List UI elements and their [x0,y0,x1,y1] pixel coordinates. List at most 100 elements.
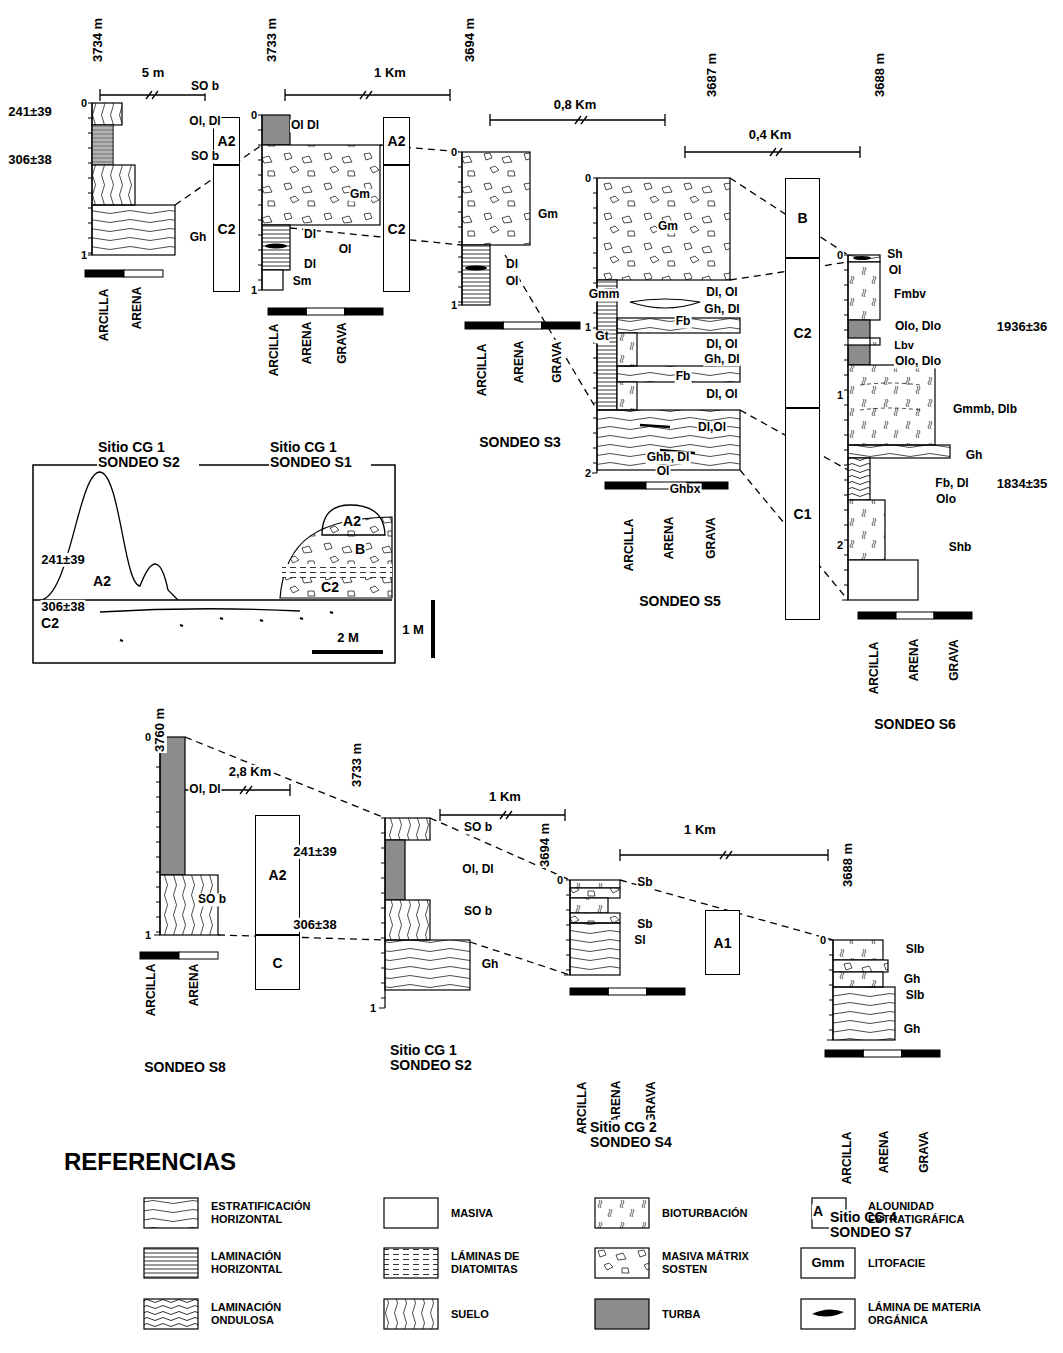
diagram-label: 2,8 Km [228,765,273,779]
allounit-name: A1 [714,935,732,951]
legend-swatch [144,1248,198,1278]
diagram-label: A2 [342,514,362,529]
diagram-label: Ol [505,275,520,288]
diagram-label: GRAVA [551,340,564,384]
diagram-label: Ghbx [669,483,702,496]
diagram-label: 1 [250,284,258,296]
allounit-name: C [272,955,282,971]
scale-bar [465,322,503,329]
diagram-label: 1936±36 [996,320,1049,334]
diagram-label: SONDEO S5 [638,594,722,609]
diagram-label: 2 M [336,631,360,645]
scale-bar [896,612,934,619]
diagram-label: 3694 m [463,17,477,63]
diagram-label: GRAVA [948,638,961,682]
legend-text: ESTRATIFICACIÓN HORIZONTAL [211,1200,341,1225]
diagram-label: 3688 m [841,842,855,888]
diagram-label: GRAVA [705,516,718,560]
legend-text: LAMINACIÓN ONDULOSA [211,1301,341,1326]
legend-sample [800,1298,856,1330]
legend-sample [143,1247,199,1279]
diagram-label: ARENA [513,340,526,385]
diagram-label: Ol [338,243,353,256]
diagram-label: Olo, Dlo [894,320,942,333]
depth-axis [379,818,385,1008]
diagram-label: Gh [903,1023,922,1036]
diagram-label: Dl,Ol [697,421,727,434]
diagram-label: 3694 m [538,822,552,868]
diagram-label: Sitio CG 1 SONDEO S2 [389,1043,491,1074]
diagram-label: Olo [935,493,957,506]
diagram-label: Dl, Ol [705,338,738,351]
diagram-label: C2 [320,580,340,595]
legend-sample [383,1247,439,1279]
legend-text: LAMINACIÓN HORIZONTAL [211,1250,341,1275]
diagram-label: Ol [656,465,671,478]
diagram-label: Gt [594,330,609,343]
diagram-label: 0 [450,146,458,158]
allounit-box: C2 [213,165,240,292]
scale-bar [863,1050,901,1057]
diagram-label: 1834±35 [996,477,1049,491]
diagram-label: 241±39 [7,105,52,119]
depth-axis [256,115,262,290]
diagram-label: Sm [292,275,313,288]
legend-swatch [801,1299,855,1329]
allounit-name: C1 [794,506,812,522]
diagram-label: A [812,1204,824,1219]
diagram-label: 1 M [401,623,425,637]
diagram-label: Gmm [810,1256,845,1270]
diagram-label: SO b [463,821,493,834]
legend-text: MASIVA [451,1207,581,1220]
diagram-label: Gm [537,208,559,221]
diagram-label: 5 m [141,66,165,80]
diagram-label: Sitio CG 1 SONDEO S2 [97,440,199,471]
diagram-label: B [354,542,366,557]
legend-swatch [801,1248,855,1278]
diagram-label: 241±39 [292,845,337,859]
diagram-label: ARCILLA [98,288,111,343]
allounit-name: A2 [388,133,406,149]
diagram-label: 2 [584,467,592,479]
diagram-label: ARCILLA [841,1131,854,1186]
diagram-label: 1 [836,389,844,401]
allounit-box: C2 [383,165,410,292]
legend-text: BIOTURBACIÓN [662,1207,802,1220]
diagram-label: Fb, Dl [934,477,969,490]
diagram-label: Sh [886,248,903,261]
diagram-label: Slb [905,943,926,956]
diagram-label: Gmmb, Dlb [952,403,1018,416]
legend-text: LÁMINA DE MATERIA ORGÁNICA [868,1301,988,1326]
diagram-label: Fb [675,315,692,328]
diagram-label: ARENA [663,516,676,561]
scale-bar [140,952,179,959]
scale-bar [902,1050,940,1057]
diagram-label: 306±38 [292,918,337,932]
diagram-label: SO b [463,905,493,918]
diagram-label: Sitio CG 1 SONDEO S1 [269,440,371,471]
legend-sample [594,1197,650,1229]
legend-swatch [384,1248,438,1278]
diagram-label: Gm [349,188,371,201]
diagram-label: C2 [40,616,60,631]
allounit-box: C1 [785,408,820,620]
diagram-label: Ol, Dl [188,783,221,796]
diagram-label: 0 [144,731,152,743]
diagram-label: 0,8 Km [553,98,598,112]
diagram-label: Gh [903,973,922,986]
scale-bar [345,308,383,315]
allounit-box: C [255,935,300,990]
diagram-label: Shb [948,541,973,554]
allounit-name: A2 [269,867,287,883]
diagram-label: ARENA [131,286,144,331]
diagram-label: Ol, Dl [461,863,494,876]
diagram-label: Sitio CG 2 SONDEO S4 [589,1120,691,1151]
diagram-label: 0,4 Km [748,128,793,142]
diagram-label: Fmbv [893,288,927,301]
diagram-label: 1 [144,929,152,941]
diagram-label: Gmm [588,288,621,301]
allounit-name: A2 [218,133,236,149]
scale-bar [124,270,163,277]
legend-sample [383,1197,439,1229]
diagram-label: ARCILLA [868,641,881,696]
